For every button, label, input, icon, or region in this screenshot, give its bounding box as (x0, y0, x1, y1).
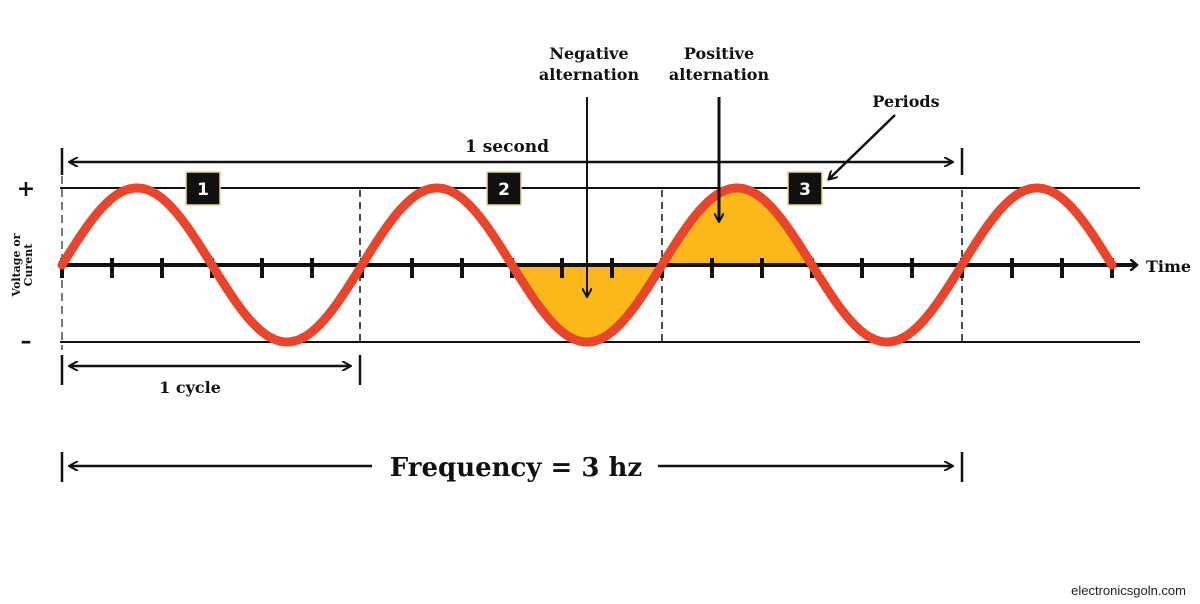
positive-alternation-fill (662, 188, 812, 265)
periods-label: Periods (872, 92, 939, 111)
y-axis-label-line2: Curent (22, 243, 35, 287)
svg-text:2: 2 (498, 180, 510, 200)
positive-alternation-label-line2: alternation (669, 65, 770, 84)
frequency-label: Frequency = 3 hz (390, 453, 642, 483)
negative-alternation-label-line1: Negative (549, 44, 628, 63)
sine-wave (57, 183, 1117, 347)
negative-alternation-fill (512, 265, 662, 342)
period-marker-3: 3 (787, 171, 823, 206)
positive-alternation-label-line1: Positive (684, 44, 754, 63)
one-second-label: 1 second (465, 137, 549, 157)
negative-alternation-label-line2: alternation (539, 65, 640, 84)
minus-label: – (21, 328, 32, 354)
x-axis-label: Time (1146, 257, 1191, 276)
one-cycle-label: 1 cycle (159, 378, 221, 397)
svg-text:1: 1 (197, 180, 209, 200)
period-marker-1: 1 (185, 171, 221, 206)
plus-label: + (17, 176, 35, 202)
source-credit: electronicsgoln.com (1071, 583, 1186, 598)
svg-text:3: 3 (799, 180, 811, 200)
y-axis-label-line1: Voltage or (10, 233, 23, 297)
period-marker-2: 2 (486, 171, 522, 206)
periods-pointer (829, 114, 896, 179)
